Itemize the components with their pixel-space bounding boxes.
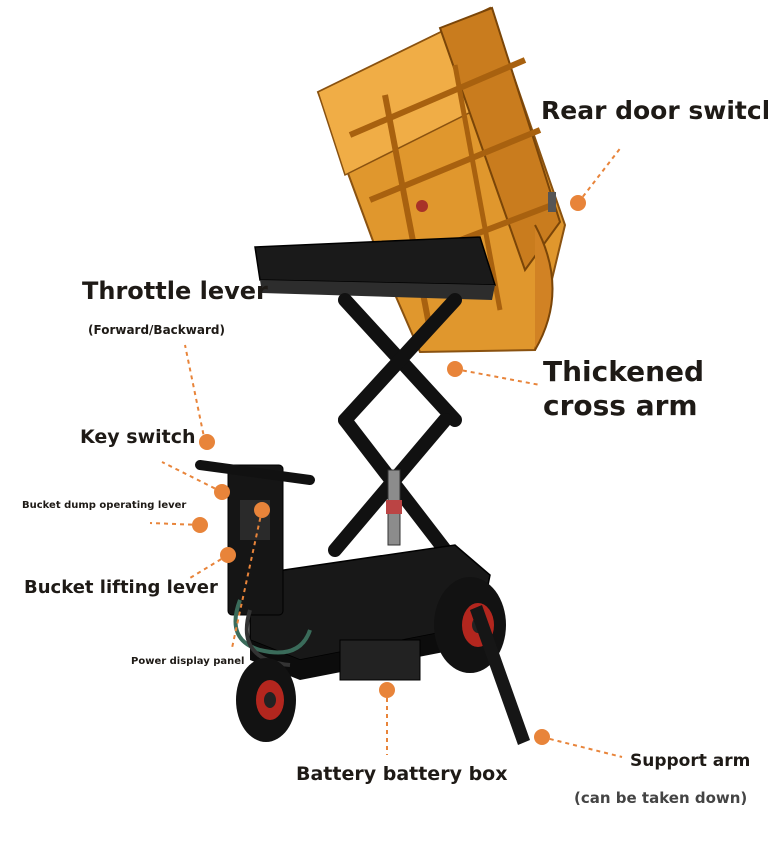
callout-dot — [192, 517, 208, 533]
label-throttle-lever: Throttle lever — [82, 277, 268, 305]
label-thickened: Thickened — [543, 355, 705, 388]
leader-rear-door — [577, 145, 623, 204]
label-bucket-lifting-lever: Bucket lifting lever — [24, 577, 218, 598]
support-arm-bar — [470, 605, 530, 745]
label-bucket-dump-lever: Bucket dump operating lever — [22, 500, 187, 511]
label-battery-box: Battery battery box — [296, 763, 508, 785]
callout-dot — [379, 682, 395, 698]
leader-lines — [149, 145, 623, 758]
callout-dot — [534, 729, 550, 745]
front-wheel — [236, 658, 296, 742]
label-rear-door-switch: Rear door switch — [541, 96, 768, 125]
callout-dot — [447, 361, 463, 377]
callout-markers — [192, 195, 586, 745]
callout-dot — [220, 547, 236, 563]
callout-dot — [214, 484, 230, 500]
label-support-arm-note: (can be taken down) — [574, 789, 748, 807]
leader-throttle — [184, 344, 206, 443]
label-throttle-direction: (Forward/Backward) — [88, 323, 225, 337]
label-power-display-panel: Power display panel — [131, 656, 245, 667]
label-support-arm: Support arm — [630, 751, 751, 771]
label-key-switch: Key switch — [80, 426, 196, 448]
callout-dot — [570, 195, 586, 211]
callout-dot — [199, 434, 215, 450]
hydraulic-cylinder — [386, 469, 402, 546]
dump-bucket — [316, 6, 567, 354]
leader-cross-arm — [454, 368, 541, 386]
label-cross-arm: cross arm — [543, 389, 698, 422]
callout-dot — [254, 502, 270, 518]
leader-bucket-dump — [149, 522, 201, 526]
bucket-rear-door — [438, 6, 562, 273]
leader-key-switch — [161, 461, 223, 493]
leader-support-arm — [541, 736, 623, 758]
lift-platform — [254, 236, 497, 300]
